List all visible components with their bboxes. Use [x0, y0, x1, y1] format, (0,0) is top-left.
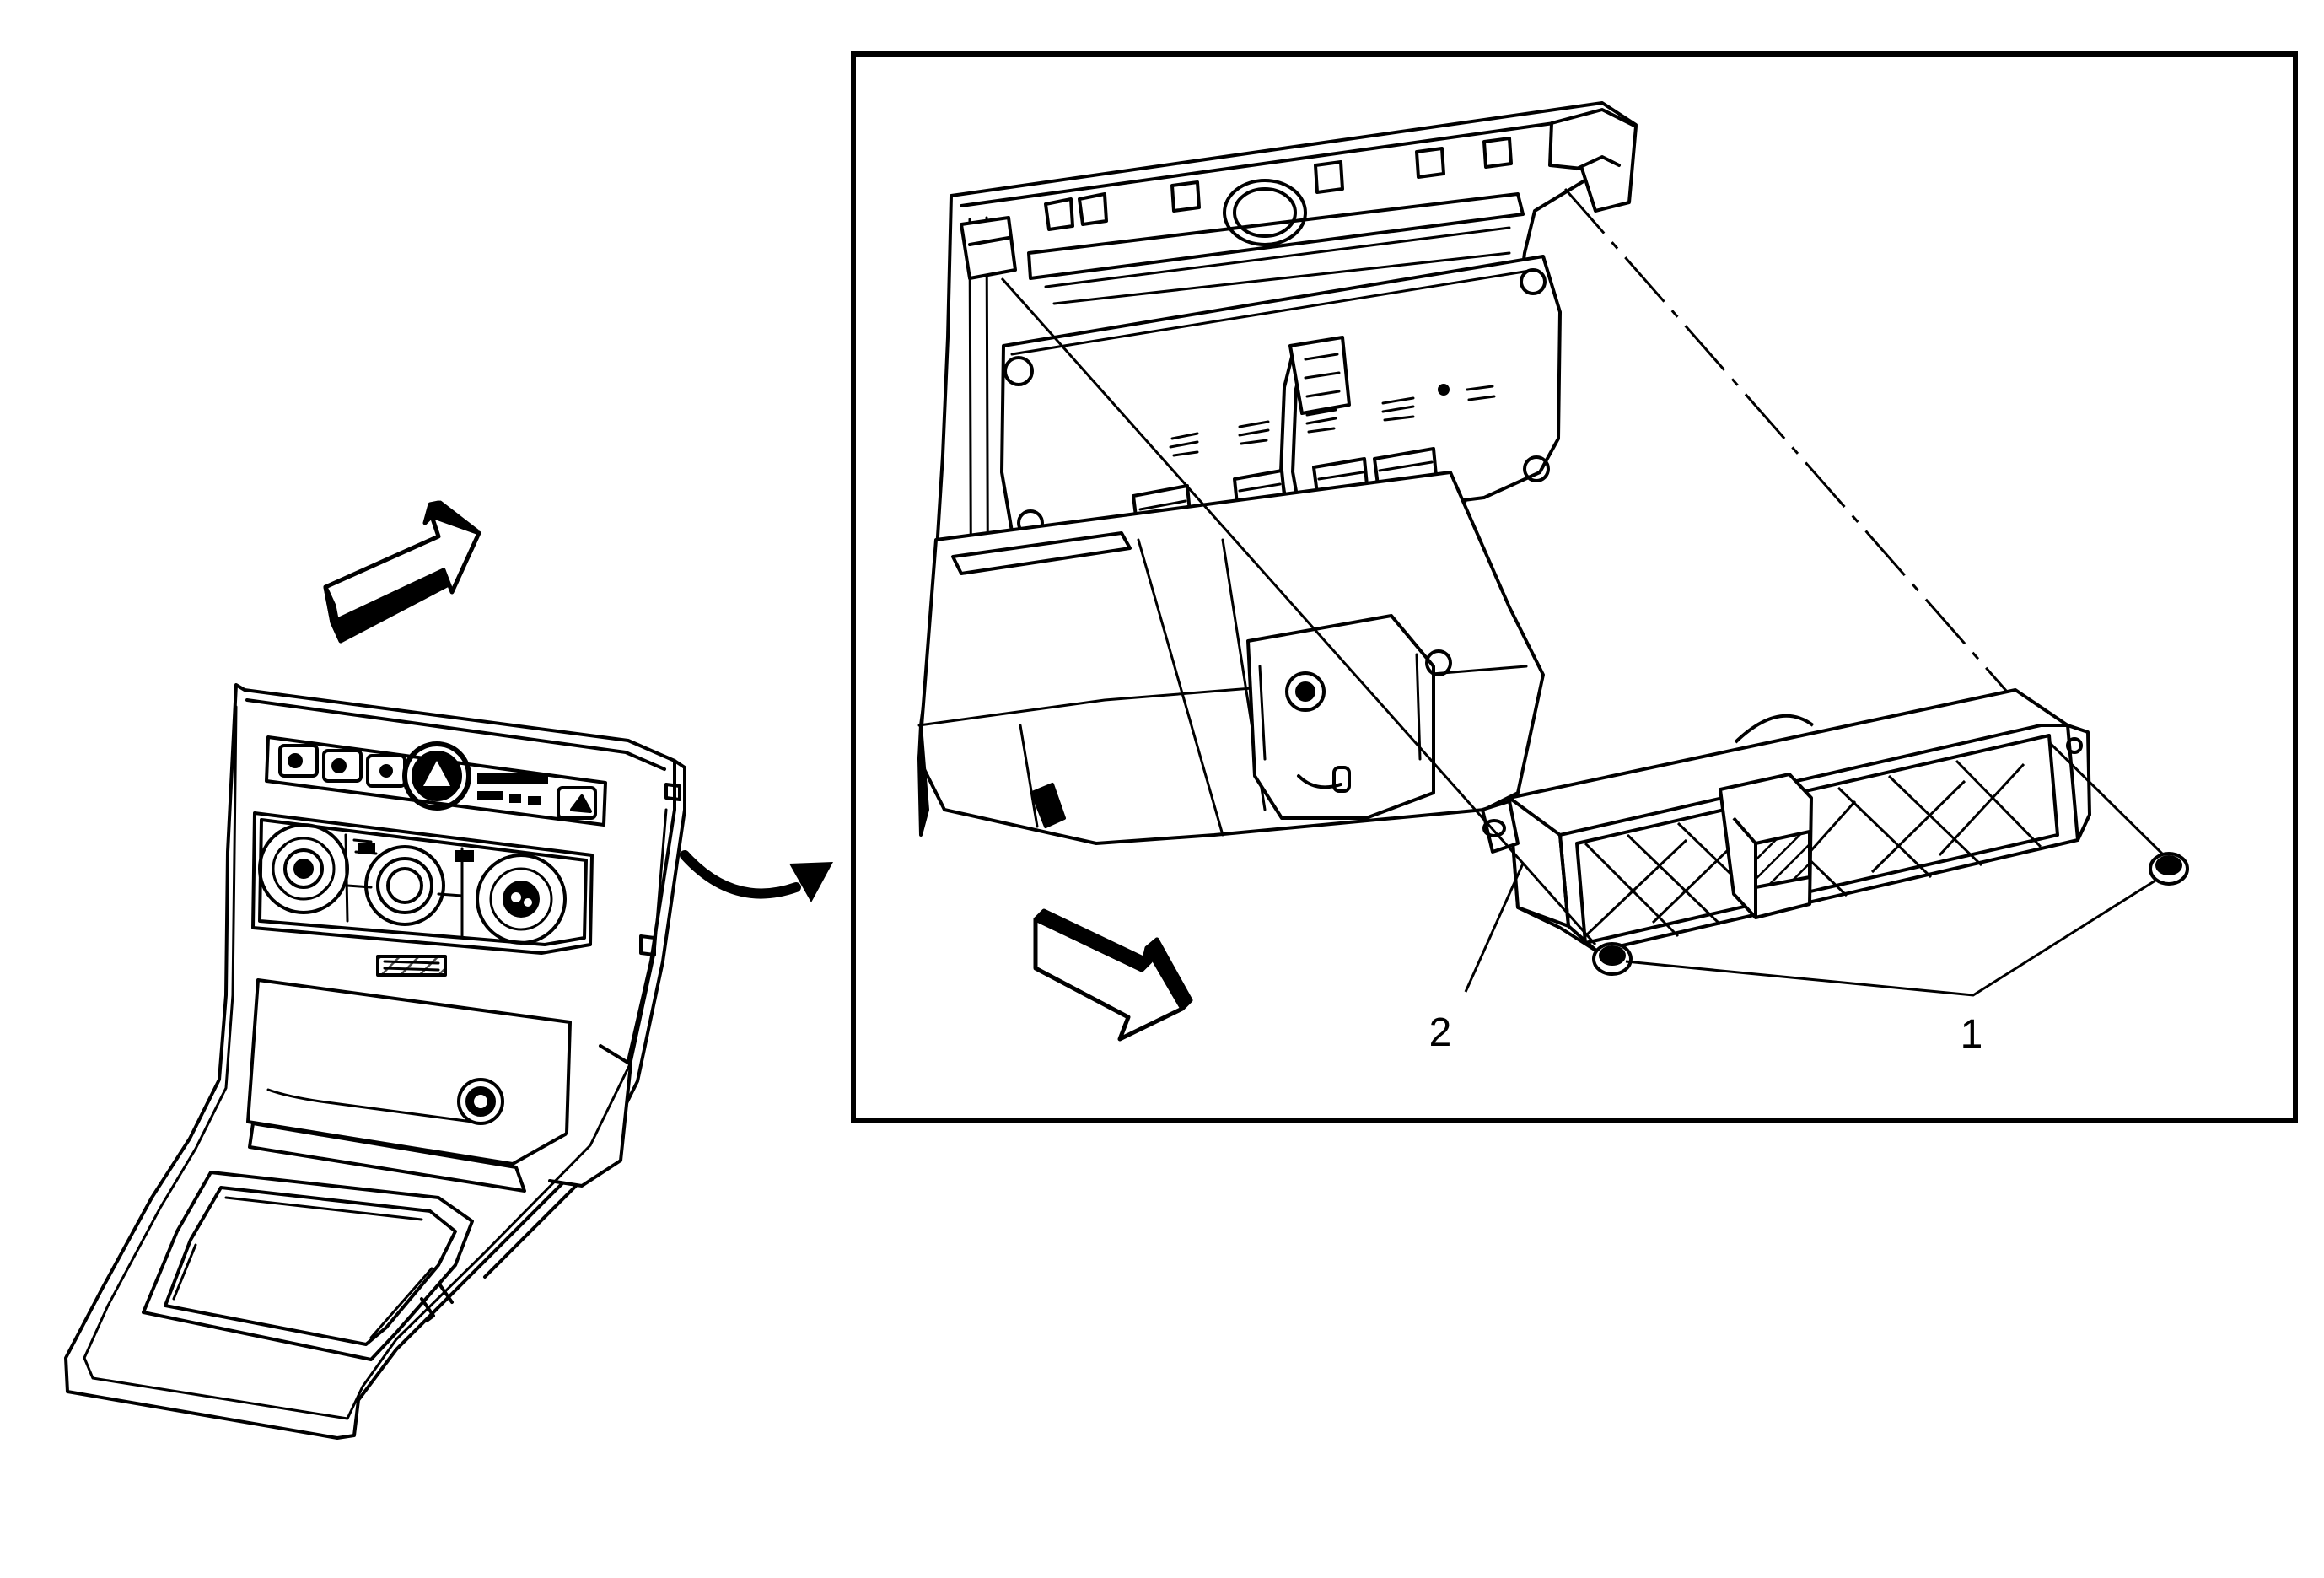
view-direction-arrow-icon: [323, 500, 481, 644]
console-overview: [64, 683, 686, 1440]
switch-module: [1481, 688, 2091, 953]
curved-arrow-icon: [680, 850, 833, 902]
callout-label-2: 2: [1429, 1010, 1452, 1055]
view-direction-arrow-icon: [1033, 908, 1193, 1042]
screw-left: [1592, 942, 1633, 976]
leader-lines: [1464, 863, 2156, 997]
callout-label-1: 1: [1961, 1012, 1983, 1057]
screw-right: [2149, 852, 2189, 886]
detail-view: [917, 101, 1638, 845]
alignment-lines: [1000, 188, 2165, 945]
